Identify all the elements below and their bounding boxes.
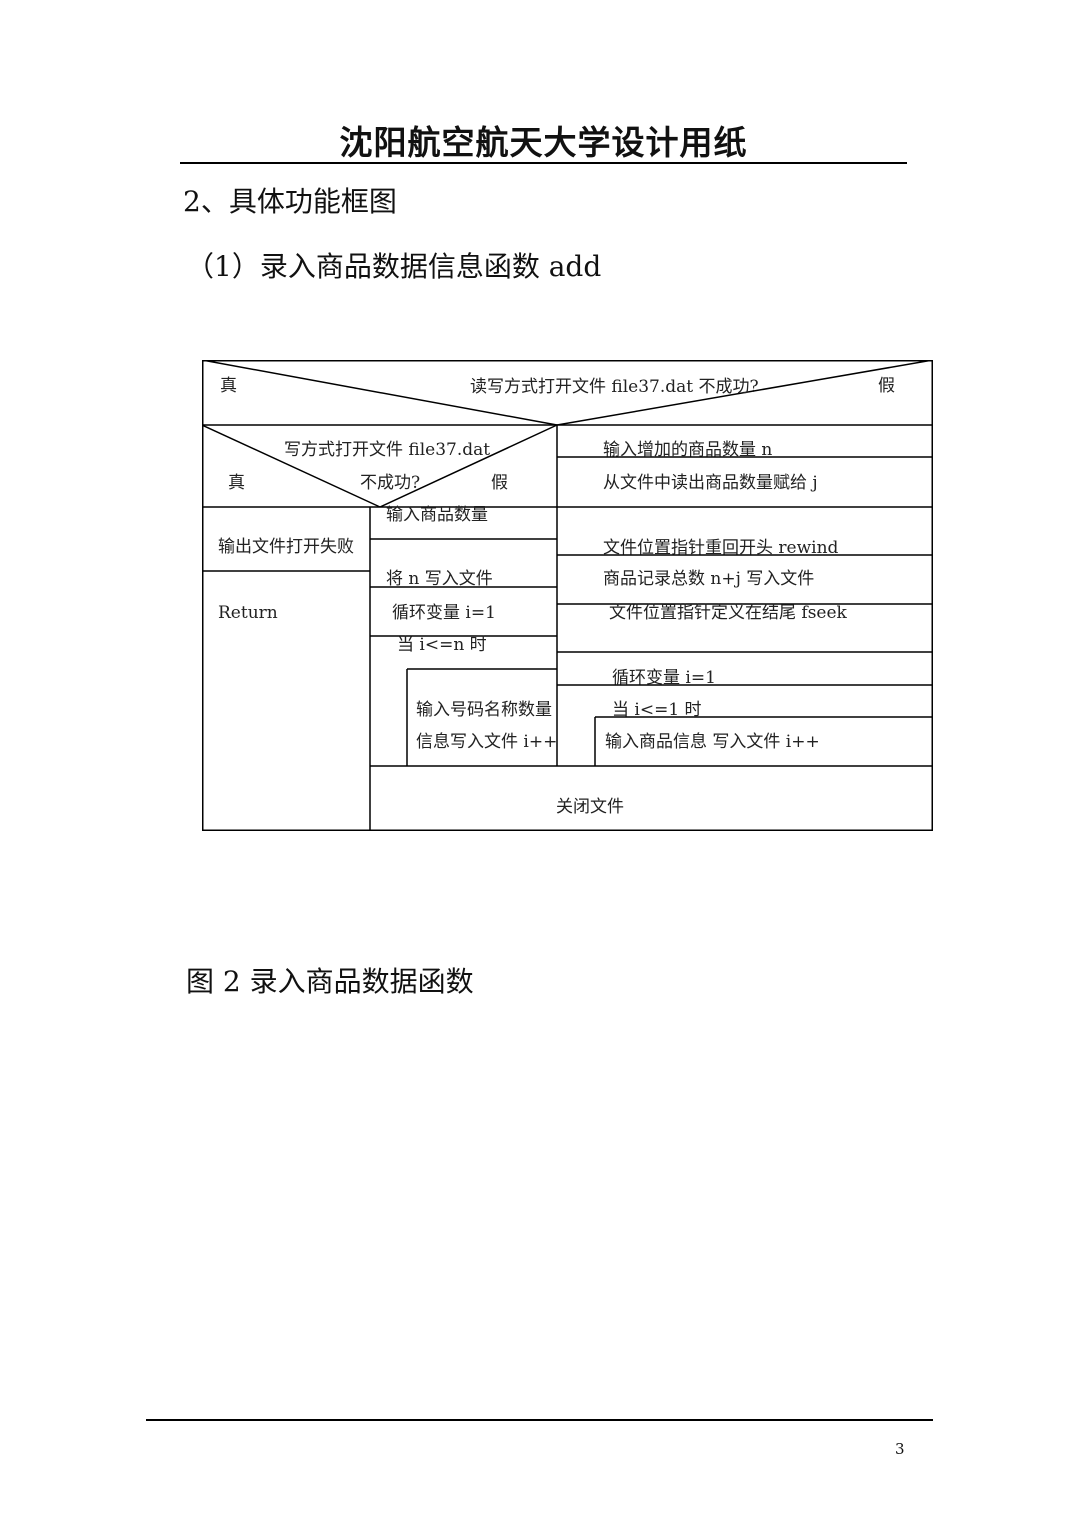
- footer-rule: [146, 1419, 933, 1421]
- step-loop-cond-mid: 当 i<=n 时: [397, 635, 487, 655]
- left-true-label: 真: [228, 473, 245, 493]
- left-false-label: 假: [491, 473, 508, 493]
- top-false-label: 假: [878, 376, 895, 396]
- step-input-count: 输入商品数量: [386, 505, 488, 525]
- subsection-heading: （1）录入商品数据信息函数 add: [186, 250, 602, 283]
- top-condition: 读写方式打开文件 file37.dat 不成功?: [470, 377, 759, 397]
- step-loop-body-right: 输入商品信息 写入文件 i++: [605, 732, 820, 752]
- header-rule: [180, 162, 907, 164]
- step-input-n: 输入增加的商品数量 n: [603, 440, 773, 460]
- step-close-file: 关闭文件: [556, 797, 624, 817]
- page-header-title: 沈阳航空航天大学设计用纸: [339, 123, 748, 162]
- step-fseek: 文件位置指针定义在结尾 fseek: [609, 603, 847, 623]
- step-output-fail: 输出文件打开失败: [218, 537, 354, 557]
- step-loop-body-mid-1: 输入号码名称数量: [416, 700, 552, 720]
- step-loop-var-mid: 循环变量 i=1: [392, 603, 496, 623]
- step-read-j: 从文件中读出商品数量赋给 j: [603, 473, 818, 493]
- top-true-label: 真: [220, 376, 237, 396]
- step-write-total: 商品记录总数 n+j 写入文件: [603, 569, 815, 589]
- left-condition-line1: 写方式打开文件 file37.dat: [284, 440, 491, 460]
- page-number: 3: [895, 1440, 905, 1458]
- step-loop-var-right: 循环变量 i=1: [612, 668, 716, 688]
- ns-flowchart-lines: [202, 360, 933, 831]
- left-condition-line2: 不成功?: [360, 473, 421, 493]
- step-return: Return: [218, 603, 278, 623]
- step-rewind: 文件位置指针重回开头 rewind: [603, 538, 839, 558]
- ns-flowchart: 真 读写方式打开文件 file37.dat 不成功? 假 写方式打开文件 fil…: [202, 360, 933, 831]
- figure-caption: 图 2 录入商品数据函数: [186, 965, 474, 998]
- step-write-n: 将 n 写入文件: [386, 569, 493, 589]
- step-loop-body-mid-2: 信息写入文件 i++: [416, 732, 558, 752]
- step-loop-cond-right: 当 i<=1 时: [612, 700, 702, 720]
- section-heading: 2、具体功能框图: [183, 185, 397, 218]
